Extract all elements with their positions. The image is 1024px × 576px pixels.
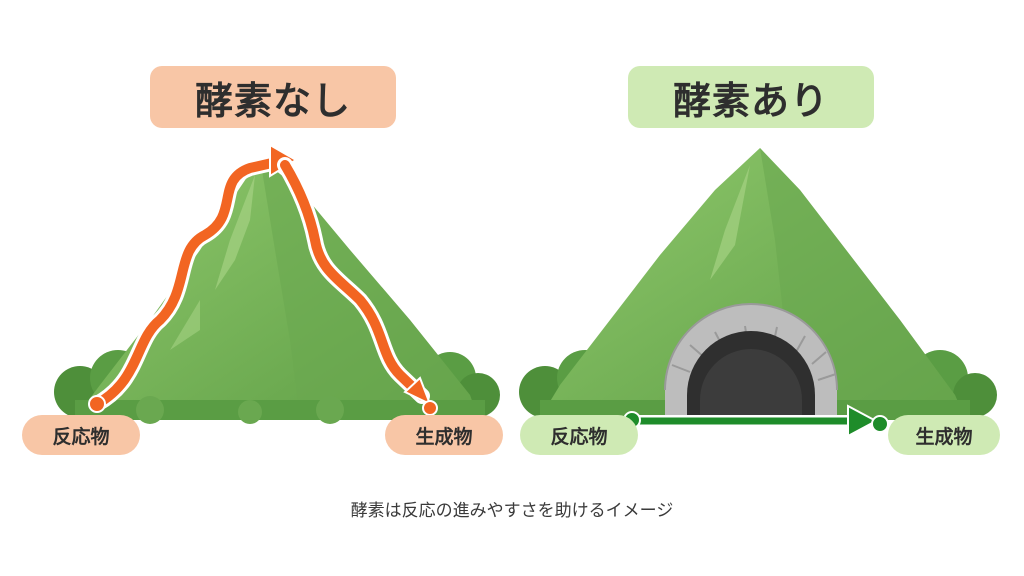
left-reaction-path — [88, 143, 438, 416]
right-title: 酵素あり — [628, 66, 874, 128]
left-product-label: 生成物 — [385, 415, 503, 455]
left-front-bushes — [136, 396, 344, 424]
left-title: 酵素なし — [150, 66, 396, 128]
right-product-label: 生成物 — [888, 415, 1000, 455]
left-reactant-label: 反応物 — [22, 415, 140, 455]
caption: 酵素は反応の進みやすさを助けるイメージ — [350, 501, 674, 521]
right-reactant-label: 反応物 — [520, 415, 638, 455]
tunnel — [664, 303, 838, 425]
